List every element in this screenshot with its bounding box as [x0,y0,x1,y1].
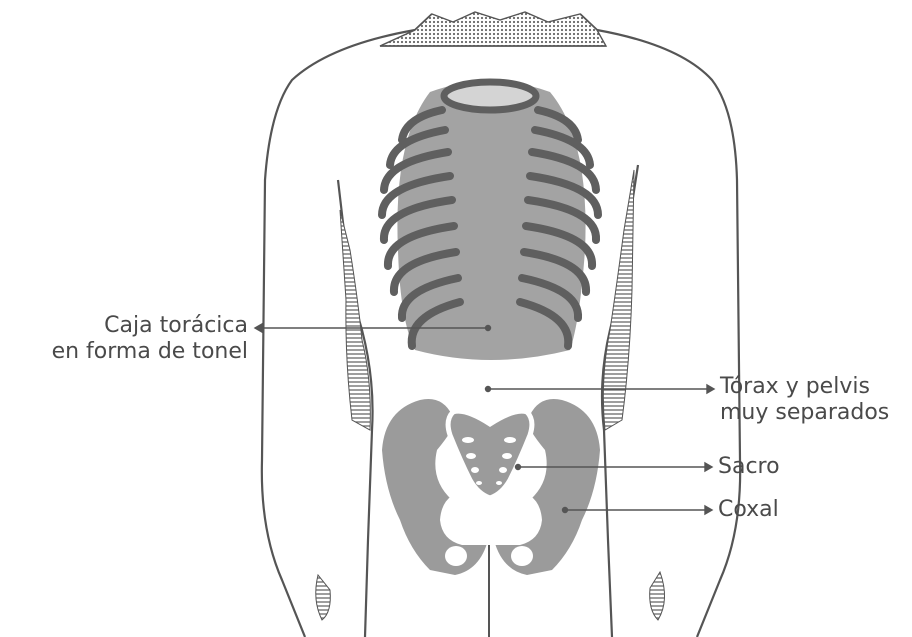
left-obturator-foramen [445,546,467,566]
right-arm-hatch [603,170,634,430]
sacrum [448,411,532,498]
right-hand-hatch [650,572,665,620]
rib-cage-top [444,82,536,110]
rib-cage-label-line-1: Caja torácica [0,313,248,339]
rib-cage-label-line-2: en forma de tonel [0,339,248,365]
separation-label-line-1: Tórax y pelvis [720,374,889,400]
left-arm-hatch [340,210,370,430]
separation-label: Tórax y pelvis muy separados [720,374,889,426]
shoulder-hatching [380,12,606,46]
left-hand-hatch [316,575,331,620]
sacrum-label: Sacro [718,454,780,480]
separation-label-line-2: muy separados [720,400,889,426]
rib-cage-label: Caja torácica en forma de tonel [0,313,248,365]
pelvis [382,399,600,637]
right-obturator-foramen [511,546,533,566]
coxal-label: Coxal [718,497,779,523]
rib-cage [382,81,598,360]
